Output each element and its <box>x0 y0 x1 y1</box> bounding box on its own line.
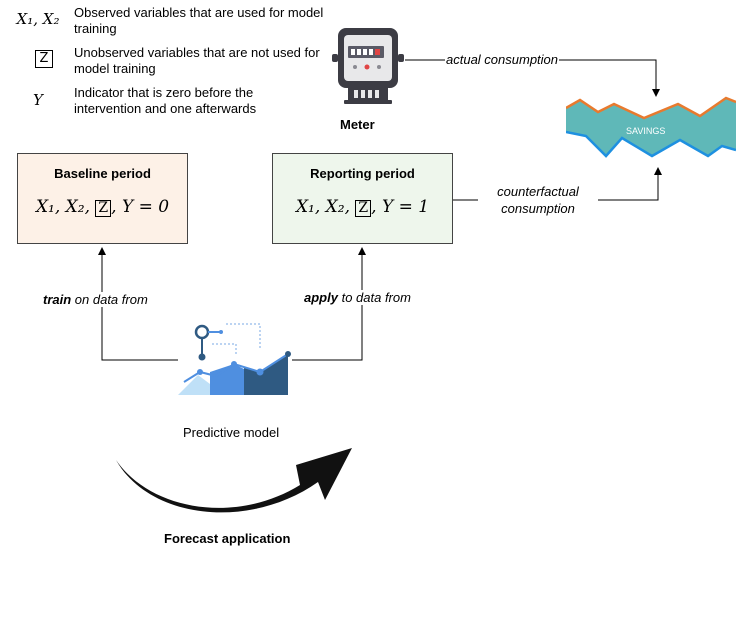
reporting-expr-suffix: , Y = 1 <box>371 197 430 217</box>
train-arrow <box>98 247 178 361</box>
counterfactual-consumption-label: counterfactual consumption <box>478 183 598 217</box>
apply-label-rest: to data from <box>337 290 411 305</box>
legend-text-unobserved: Unobserved variables that are not used f… <box>74 45 320 76</box>
apply-label-bold: apply <box>304 290 338 305</box>
baseline-expr-suffix: , Y = 0 <box>111 197 170 217</box>
baseline-period-expression: X₁, X₂, Z, Y = 0 <box>18 197 187 217</box>
legend-symbol-y: Y <box>33 91 43 109</box>
forecast-curved-arrow <box>116 448 352 513</box>
reporting-period-box: Reporting period X₁, X₂, Z, Y = 1 <box>272 153 453 244</box>
baseline-expr-prefix: X₁, X₂, <box>35 197 96 217</box>
legend-text-indicator: Indicator that is zero before the interv… <box>74 85 257 116</box>
meter-icon <box>332 28 404 104</box>
forecast-application-label: Forecast application <box>164 531 291 546</box>
predictive-model-icon <box>178 323 291 395</box>
train-label-bold: train <box>43 292 72 307</box>
reporting-expr-prefix: X₁, X₂, <box>295 197 356 217</box>
apply-label: apply to data from <box>304 290 411 305</box>
legend-text-observed: Observed variables that are used for mod… <box>74 5 324 36</box>
reporting-z-box: Z <box>355 200 372 217</box>
predictive-model-label: Predictive model <box>183 425 280 440</box>
legend-symbol-z: Z <box>35 50 53 68</box>
train-label-rest: on data from <box>71 292 148 307</box>
baseline-z-box: Z <box>95 200 112 217</box>
reporting-period-expression: X₁, X₂, Z, Y = 1 <box>273 197 452 217</box>
meter-label: Meter <box>340 117 375 132</box>
savings-label: SAVINGS <box>626 126 666 136</box>
baseline-period-box: Baseline period X₁, X₂, Z, Y = 0 <box>17 153 188 244</box>
train-label: train on data from <box>43 292 148 307</box>
legend-symbol-x1-x2: X₁, X₂ <box>16 10 60 28</box>
reporting-period-title: Reporting period <box>310 166 415 181</box>
apply-arrow <box>292 247 366 361</box>
actual-consumption-label: actual consumption <box>445 52 560 67</box>
savings-band <box>566 96 736 158</box>
baseline-period-title: Baseline period <box>54 166 151 181</box>
